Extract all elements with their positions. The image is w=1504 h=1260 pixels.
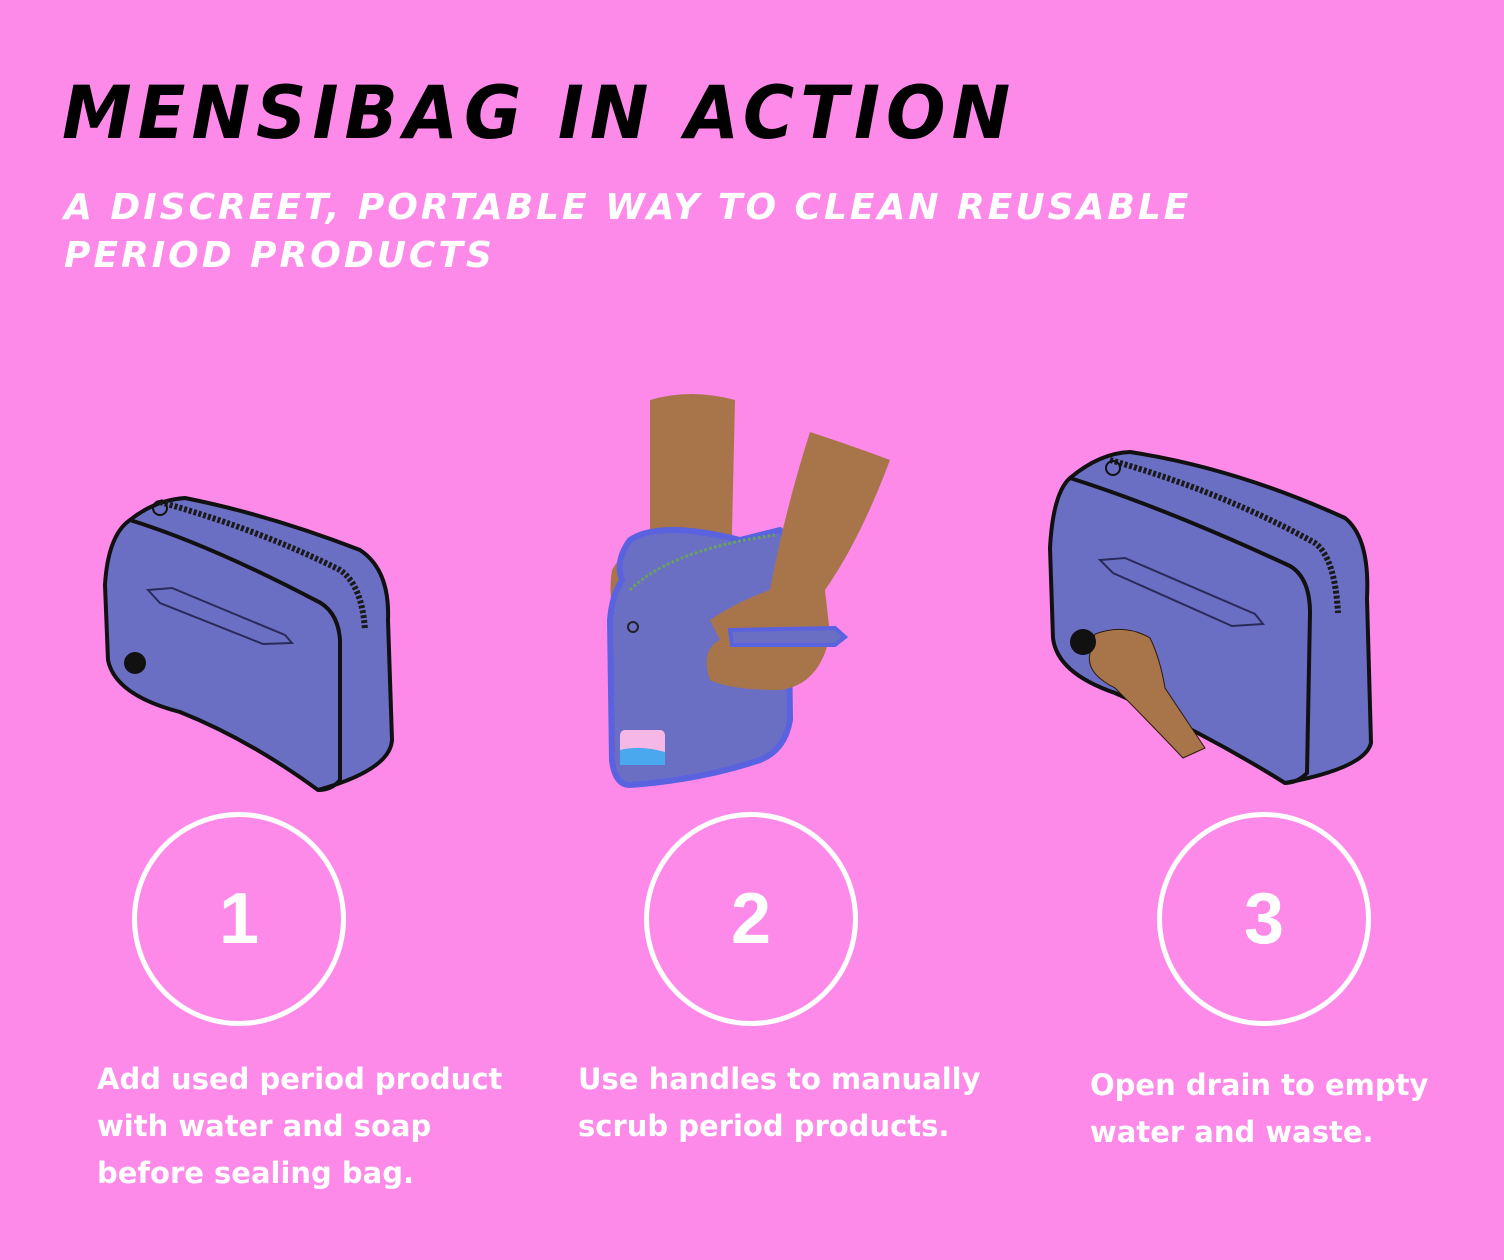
page-title: MENSIBAG IN ACTION <box>62 69 1017 157</box>
step-2-number: 2 <box>730 879 772 959</box>
step-3-description: Open drain to empty water and waste. <box>1090 1068 1429 1149</box>
step-1-number: 1 <box>218 879 260 959</box>
page-subtitle: A DISCREET, PORTABLE WAY TO CLEAN REUSAB… <box>64 187 1192 276</box>
hand-opening-drain-icon <box>1048 450 1373 785</box>
step-1-badge: 1 <box>132 812 346 1026</box>
step-3-badge: 3 <box>1157 812 1371 1026</box>
step-2-description: Use handles to manually scrub period pro… <box>578 1062 981 1143</box>
step-3-number: 3 <box>1243 879 1285 959</box>
hands-scrubbing-bag-icon <box>607 394 890 788</box>
bag-closed-icon <box>103 496 394 792</box>
step-1-description: Add used period product with water and s… <box>97 1062 503 1190</box>
step-2-badge: 2 <box>644 812 858 1026</box>
